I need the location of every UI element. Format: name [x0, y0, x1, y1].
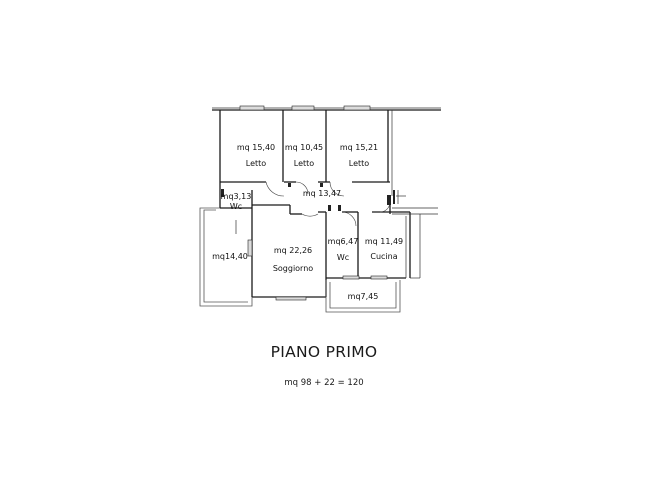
room-area-wc-1: mq3,13 — [221, 192, 252, 201]
room-labels: mq 15,40 Letto mq 10,45 Letto mq 15,21 L… — [212, 143, 403, 301]
room-area-wc-2: mq6,47 — [328, 237, 359, 246]
room-area-cucina: mq 11,49 — [365, 237, 403, 246]
balcony-outline — [325, 280, 401, 313]
room-area-letto-2: mq 10,45 — [285, 143, 323, 152]
room-name-cucina: Cucina — [370, 252, 397, 261]
terrace-outline — [199, 207, 253, 307]
room-name-letto-2: Letto — [294, 159, 315, 168]
room-name-wc-2: Wc — [337, 253, 349, 262]
windows — [239, 105, 388, 301]
room-area-corridor: mq 13,47 — [303, 189, 341, 198]
room-name-letto-1: Letto — [246, 159, 267, 168]
room-name-soggiorno: Soggiorno — [273, 264, 313, 273]
wall-blocks — [221, 183, 406, 211]
room-area-soggiorno: mq 22,26 — [274, 246, 312, 255]
room-name-wc-1: Wc — [230, 202, 242, 211]
plan-title: PIANO PRIMO — [270, 343, 378, 361]
plan-total-area: mq 98 + 22 = 120 — [284, 378, 364, 388]
room-area-balcony: mq7,45 — [348, 292, 379, 301]
room-area-letto-3: mq 15,21 — [340, 143, 378, 152]
door-swings — [265, 181, 391, 227]
room-area-letto-1: mq 15,40 — [237, 143, 275, 152]
room-area-terrace: mq14,40 — [212, 252, 248, 261]
walls — [212, 107, 441, 298]
room-name-letto-3: Letto — [349, 159, 370, 168]
